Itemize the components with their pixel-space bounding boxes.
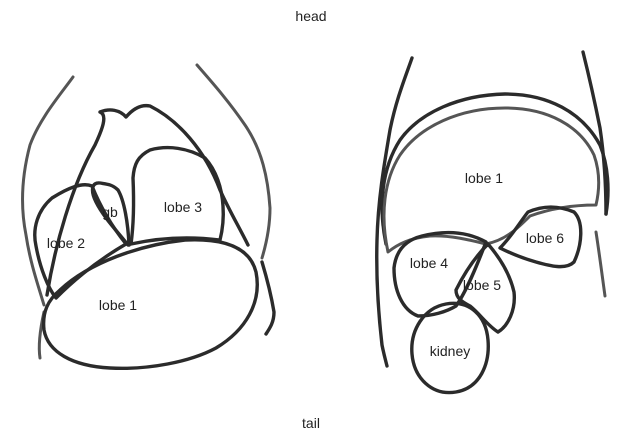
left-label-lobe-1: lobe 1 bbox=[99, 297, 137, 313]
left-view: gb lobe 2 lobe 3 lobe 1 bbox=[23, 65, 274, 368]
right-label-lobe-6: lobe 6 bbox=[526, 230, 564, 246]
left-lobe-3 bbox=[131, 148, 223, 244]
right-body-wall-lower-right bbox=[596, 232, 605, 296]
right-body-wall-right bbox=[583, 52, 606, 214]
left-label-gb: gb bbox=[102, 204, 118, 220]
right-label-lobe-1: lobe 1 bbox=[465, 170, 503, 186]
left-label-lobe-3: lobe 3 bbox=[164, 199, 202, 215]
left-lobe-1 bbox=[44, 240, 258, 369]
right-diaphragm-outer bbox=[382, 94, 608, 244]
left-diaphragm bbox=[47, 106, 248, 295]
head-label: head bbox=[295, 8, 326, 24]
right-label-kidney: kidney bbox=[430, 343, 470, 359]
tail-label: tail bbox=[302, 415, 320, 431]
left-body-wall-lower-right bbox=[262, 262, 274, 334]
right-view: lobe 1 lobe 6 lobe 4 lobe 5 kidney bbox=[377, 52, 608, 393]
right-label-lobe-4: lobe 4 bbox=[410, 255, 448, 271]
right-lobe-4 bbox=[394, 233, 486, 316]
right-label-lobe-5: lobe 5 bbox=[463, 277, 501, 293]
left-label-lobe-2: lobe 2 bbox=[47, 235, 85, 251]
